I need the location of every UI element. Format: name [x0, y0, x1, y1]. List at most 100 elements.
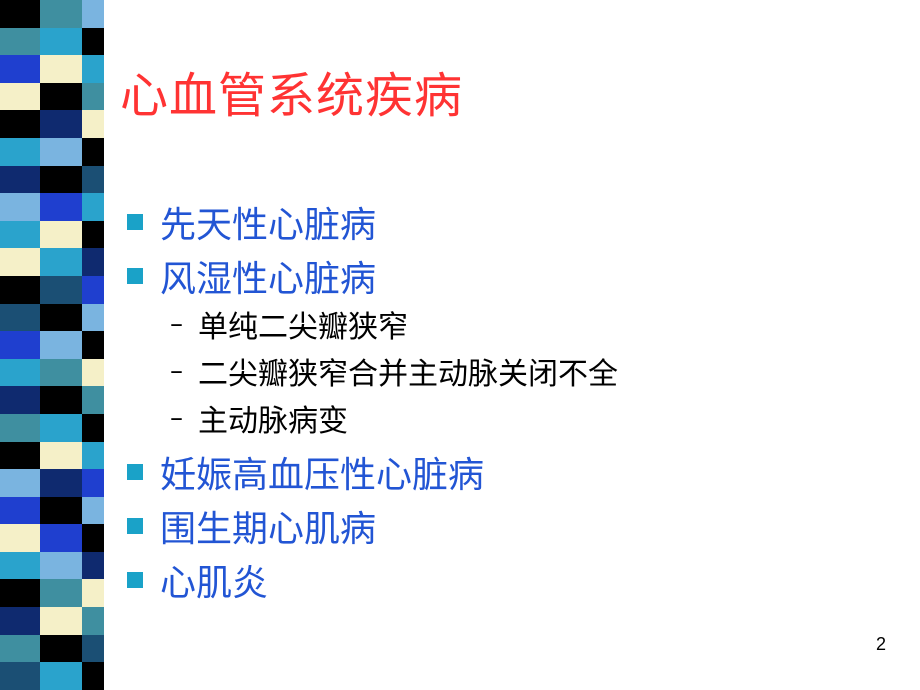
stripe-cell	[0, 579, 40, 608]
stripe-row	[0, 275, 104, 304]
stripe-cell	[0, 662, 40, 690]
stripe-cell	[82, 413, 104, 442]
stripe-row	[0, 524, 104, 552]
stripe-cell	[40, 413, 82, 442]
bullet-label: 围生期心肌病	[160, 509, 377, 550]
stripe-row	[0, 110, 104, 138]
stripe-cell	[82, 607, 104, 635]
bullet-label: 先天性心脏病	[160, 205, 377, 246]
square-bullet-icon	[127, 268, 143, 284]
stripe-cell	[0, 386, 40, 414]
stripe-cell	[0, 110, 40, 138]
stripe-row	[0, 579, 104, 608]
stripe-cell	[82, 193, 104, 221]
decorative-stripe-bar	[0, 0, 104, 690]
stripe-row	[0, 82, 104, 111]
stripe-cell	[40, 193, 82, 221]
stripe-cell	[0, 358, 40, 387]
stripe-cell	[82, 441, 104, 470]
stripe-row	[0, 607, 104, 635]
stripe-cell	[40, 607, 82, 635]
stripe-cell	[40, 469, 82, 497]
stripe-cell	[0, 82, 40, 111]
stripe-cell	[40, 27, 82, 56]
stripe-cell	[82, 496, 104, 525]
stripe-cell	[82, 634, 104, 663]
stripe-cell	[40, 137, 82, 166]
stripe-cell	[82, 110, 104, 138]
stripe-cell	[0, 275, 40, 304]
stripe-cell	[82, 524, 104, 552]
stripe-cell	[0, 193, 40, 221]
stripe-cell	[82, 662, 104, 690]
dash-bullet: –	[170, 403, 183, 433]
page-number: 2	[876, 634, 887, 654]
stripe-cell	[40, 110, 82, 138]
stripe-cell	[0, 220, 40, 249]
dash-bullet: –	[170, 356, 183, 386]
stripe-cell	[0, 413, 40, 442]
square-bullet-icon	[127, 518, 143, 534]
stripe-cell	[0, 607, 40, 635]
stripe-cell	[82, 331, 104, 359]
stripe-cell	[82, 165, 104, 194]
bullet-label: 心肌炎	[160, 563, 269, 604]
stripe-cell	[40, 579, 82, 608]
dash-bullet: –	[170, 309, 183, 339]
stripe-cell	[82, 82, 104, 111]
stripe-cell	[82, 579, 104, 608]
bullet-item-myocarditis: 心肌炎	[127, 554, 268, 606]
sub-item-label: 单纯二尖瓣狭窄	[198, 310, 408, 345]
stripe-cell	[40, 551, 82, 580]
sub-item-mitral-aortic: – 二尖瓣狭窄合并主动脉关闭不全	[170, 349, 618, 393]
stripe-row	[0, 303, 104, 332]
stripe-cell	[40, 496, 82, 525]
stripe-cell	[40, 55, 82, 83]
stripe-cell	[0, 303, 40, 332]
stripe-cell	[0, 331, 40, 359]
stripe-row	[0, 551, 104, 580]
stripe-cell	[82, 551, 104, 580]
stripe-row	[0, 413, 104, 442]
stripe-row	[0, 441, 104, 470]
stripe-cell	[40, 386, 82, 414]
stripe-cell	[40, 662, 82, 690]
stripe-cell	[0, 469, 40, 497]
stripe-row	[0, 496, 104, 525]
stripe-row	[0, 193, 104, 221]
stripe-cell	[40, 634, 82, 663]
stripe-cell	[40, 248, 82, 276]
stripe-cell	[82, 55, 104, 83]
stripe-cell	[82, 220, 104, 249]
stripe-row	[0, 27, 104, 56]
stripe-cell	[40, 0, 82, 28]
stripe-row	[0, 165, 104, 194]
stripe-cell	[82, 303, 104, 332]
stripe-cell	[82, 248, 104, 276]
stripe-cell	[40, 303, 82, 332]
stripe-cell	[82, 27, 104, 56]
stripe-row	[0, 469, 104, 497]
sub-item-aortic-lesion: – 主动脉病变	[170, 396, 348, 440]
stripe-row	[0, 662, 104, 690]
stripe-cell	[0, 137, 40, 166]
slide-title: 心血管系统疾病	[120, 68, 464, 124]
stripe-cell	[0, 634, 40, 663]
stripe-cell	[82, 0, 104, 28]
stripe-cell	[0, 551, 40, 580]
bullet-item-congenital: 先天性心脏病	[127, 196, 376, 248]
stripe-cell	[40, 358, 82, 387]
stripe-cell	[0, 524, 40, 552]
stripe-cell	[0, 0, 40, 28]
stripe-row	[0, 220, 104, 249]
stripe-cell	[0, 55, 40, 83]
stripe-row	[0, 0, 104, 28]
square-bullet-icon	[127, 214, 143, 230]
stripe-cell	[82, 386, 104, 414]
stripe-row	[0, 137, 104, 166]
stripe-cell	[40, 220, 82, 249]
stripe-cell	[0, 27, 40, 56]
stripe-row	[0, 634, 104, 663]
bullet-label: 妊娠高血压性心脏病	[160, 455, 485, 496]
sub-item-label: 二尖瓣狭窄合并主动脉关闭不全	[198, 357, 618, 392]
